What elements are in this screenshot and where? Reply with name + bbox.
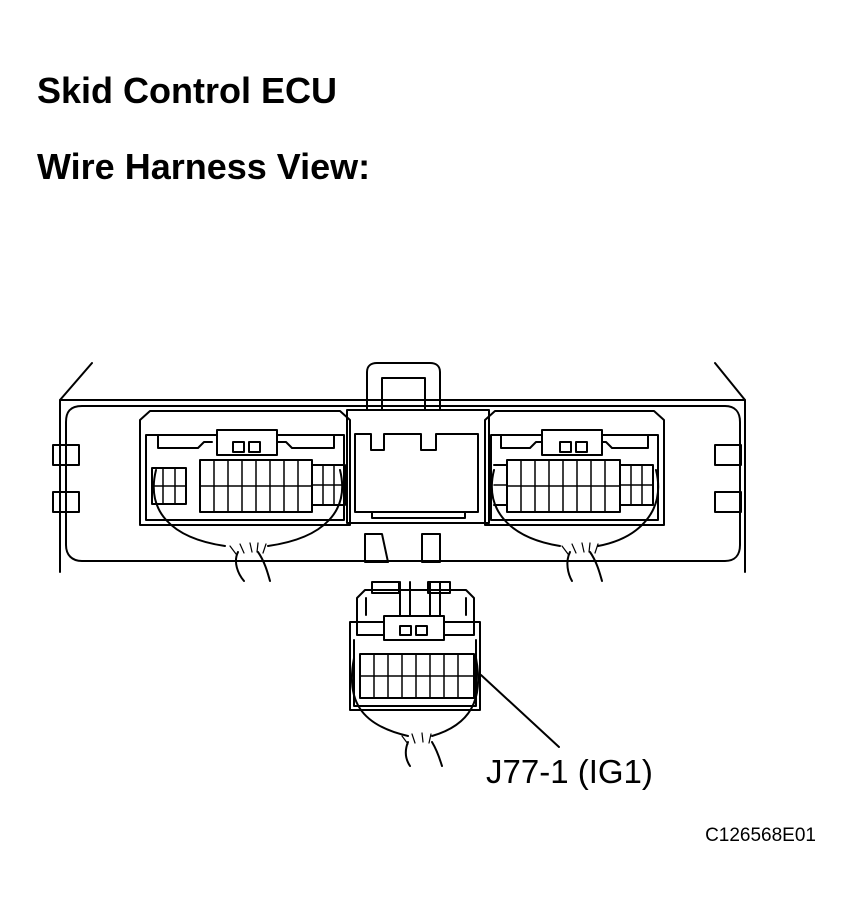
diagram-subtitle: Wire Harness View: (37, 146, 371, 187)
callout-label-j77-1: J77-1 (IG1) (486, 753, 653, 790)
figure-code: C126568E01 (705, 825, 816, 846)
ecu-housing (52, 362, 746, 573)
center-socket (346, 409, 490, 563)
j77-connector (349, 581, 481, 767)
callout-leader-line (480, 674, 560, 748)
diagram-title: Skid Control ECU (37, 70, 338, 111)
top-clip (366, 362, 441, 414)
right-connector (484, 410, 665, 582)
left-connector (139, 410, 351, 582)
